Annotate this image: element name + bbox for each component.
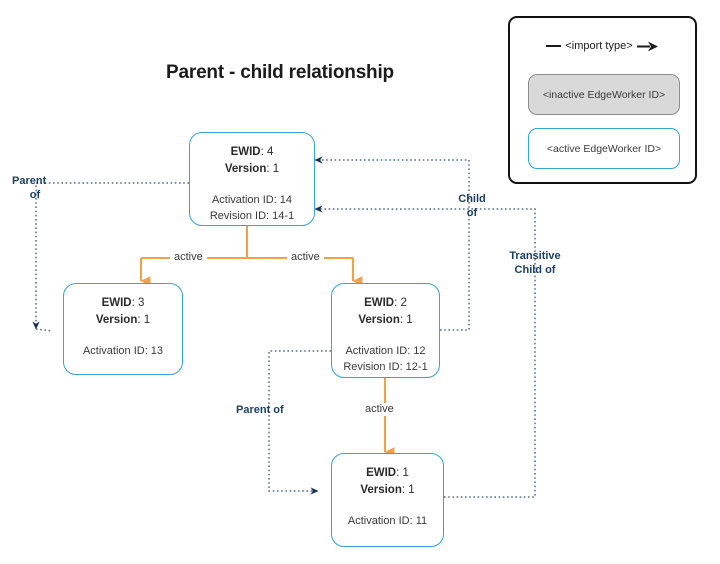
node-ewid-1-heading: EWID: 1 Version: 1 (360, 467, 415, 496)
version-value: 1 (143, 314, 151, 326)
activation-id: Activation ID: 14 (211, 194, 293, 206)
legend-inactive-chip: <inactive EdgeWorker ID> (528, 74, 680, 115)
arrow-right-icon (636, 41, 659, 52)
activation-id: Activation ID: 13 (82, 345, 164, 357)
node-ewid-2[interactable]: EWID: 2 Version: 1 Activation ID: 12 Rev… (331, 283, 440, 378)
label-transitive-line2: Child of (514, 264, 556, 276)
label-parent-of-left-line2: of (29, 189, 41, 201)
node-ewid-4[interactable]: EWID: 4 Version: 1 Activation ID: 14 Rev… (189, 132, 315, 226)
node-ewid-4-heading: EWID: 4 Version: 1 (224, 146, 280, 175)
legend-panel: <import type> <inactive EdgeWorker ID> <… (508, 16, 697, 184)
version-value: 1 (406, 314, 413, 326)
page-title: Parent - child relationship (166, 62, 394, 83)
label-active-left: active (170, 251, 207, 264)
label-transitive-line1: Transitive (509, 250, 561, 262)
version-label: Version (360, 484, 402, 496)
label-child-of-line2: of (466, 207, 478, 219)
label-parent-of-mid: Parent of (236, 404, 284, 416)
node-ewid-4-details: Activation ID: 14 Revision ID: 14-1 (210, 192, 294, 224)
node-ewid-2-details: Activation ID: 12 Revision ID: 12-1 (343, 343, 427, 375)
legend-import-type-row: <import type> (510, 40, 695, 52)
revision-id: Revision ID: 14-1 (209, 210, 295, 222)
node-ewid-2-heading: EWID: 2 Version: 1 (358, 297, 413, 326)
ewid-value: 2 (400, 297, 407, 309)
label-active-right: active (287, 251, 324, 264)
label-transitive-child-of: Transitive Child of (494, 249, 576, 277)
ewid-label: EWID (364, 297, 395, 309)
label-parent-of-left-line1: Parent (12, 175, 47, 187)
legend-active-chip: <active EdgeWorker ID> (528, 128, 680, 169)
dash-line-icon (546, 45, 562, 47)
ewid-value: 4 (267, 146, 274, 158)
version-value: 1 (408, 484, 415, 496)
node-ewid-3-details: Activation ID: 13 (83, 343, 163, 359)
node-ewid-1[interactable]: EWID: 1 Version: 1 Activation ID: 11 (331, 453, 444, 547)
legend-import-type-text: <import type> (565, 40, 633, 52)
revision-id: Revision ID: 12-1 (343, 361, 428, 373)
ewid-label: EWID (101, 297, 132, 309)
legend-active-label: <active EdgeWorker ID> (546, 142, 662, 155)
legend-inactive-label: <inactive EdgeWorker ID> (542, 88, 666, 101)
node-ewid-3[interactable]: EWID: 3 Version: 1 Activation ID: 13 (63, 283, 183, 375)
ewid-value: 1 (402, 467, 409, 479)
label-parent-of-left: Parent of (12, 174, 58, 202)
label-active-down: active (361, 403, 398, 416)
version-label: Version (95, 314, 138, 326)
version-label: Version (224, 163, 267, 175)
activation-id: Activation ID: 11 (347, 515, 428, 527)
ewid-label: EWID (366, 467, 397, 479)
version-value: 1 (272, 163, 280, 175)
edge-parent-of-mid (268, 350, 331, 495)
ewid-value: 3 (138, 297, 145, 309)
version-label: Version (358, 314, 400, 326)
node-ewid-1-details: Activation ID: 11 (348, 513, 427, 529)
ewid-label: EWID (230, 146, 261, 158)
edge-parent-of-left-arrow-seg (35, 328, 53, 332)
node-ewid-3-heading: EWID: 3 Version: 1 (95, 297, 151, 326)
activation-id: Activation ID: 12 (345, 345, 426, 357)
label-child-of: Child of (452, 192, 492, 220)
label-child-of-line1: Child (458, 193, 486, 205)
